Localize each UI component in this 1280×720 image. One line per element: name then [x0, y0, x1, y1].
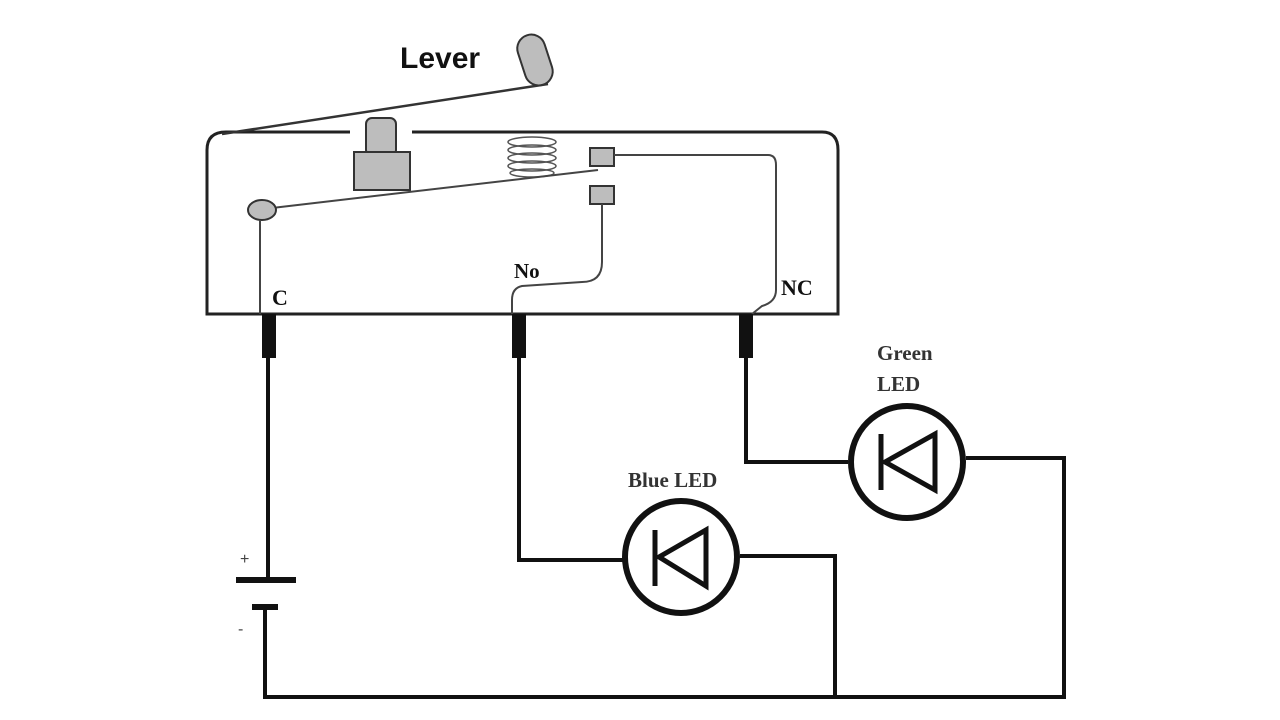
lever-arm: [221, 82, 549, 136]
lever-roller: [516, 33, 554, 87]
green-led-label-line1: Green: [877, 341, 933, 365]
common-terminal-label: C: [272, 285, 288, 310]
pivot-point: [247, 199, 277, 221]
no-contact: [589, 185, 615, 205]
blue-led: [622, 498, 740, 616]
plunger-body: [353, 151, 411, 191]
green-led-label-line2: LED: [877, 372, 920, 396]
wire-no-to-blue-led: [517, 358, 624, 562]
lever-label: Lever: [400, 42, 480, 75]
plunger-button: [365, 117, 397, 157]
no-terminal-label: No: [514, 259, 540, 283]
terminal-nc: [739, 314, 753, 358]
wire-blue-led-to-return: [740, 554, 837, 697]
wire-battery-return: [263, 456, 1066, 699]
wire-nc-to-green-led: [744, 358, 848, 464]
battery-minus-label: -: [238, 621, 243, 638]
terminal-c: [262, 314, 276, 358]
green-led: [848, 403, 966, 521]
terminal-no: [512, 314, 526, 358]
battery-plus-label: +: [240, 551, 249, 568]
internal-wire-nc: [614, 154, 777, 315]
nc-terminal-label: NC: [781, 275, 813, 300]
blue-led-label: Blue LED: [628, 468, 717, 492]
nc-contact: [589, 147, 615, 167]
internal-wire-no: [511, 204, 603, 314]
contact-blade: [271, 169, 599, 209]
